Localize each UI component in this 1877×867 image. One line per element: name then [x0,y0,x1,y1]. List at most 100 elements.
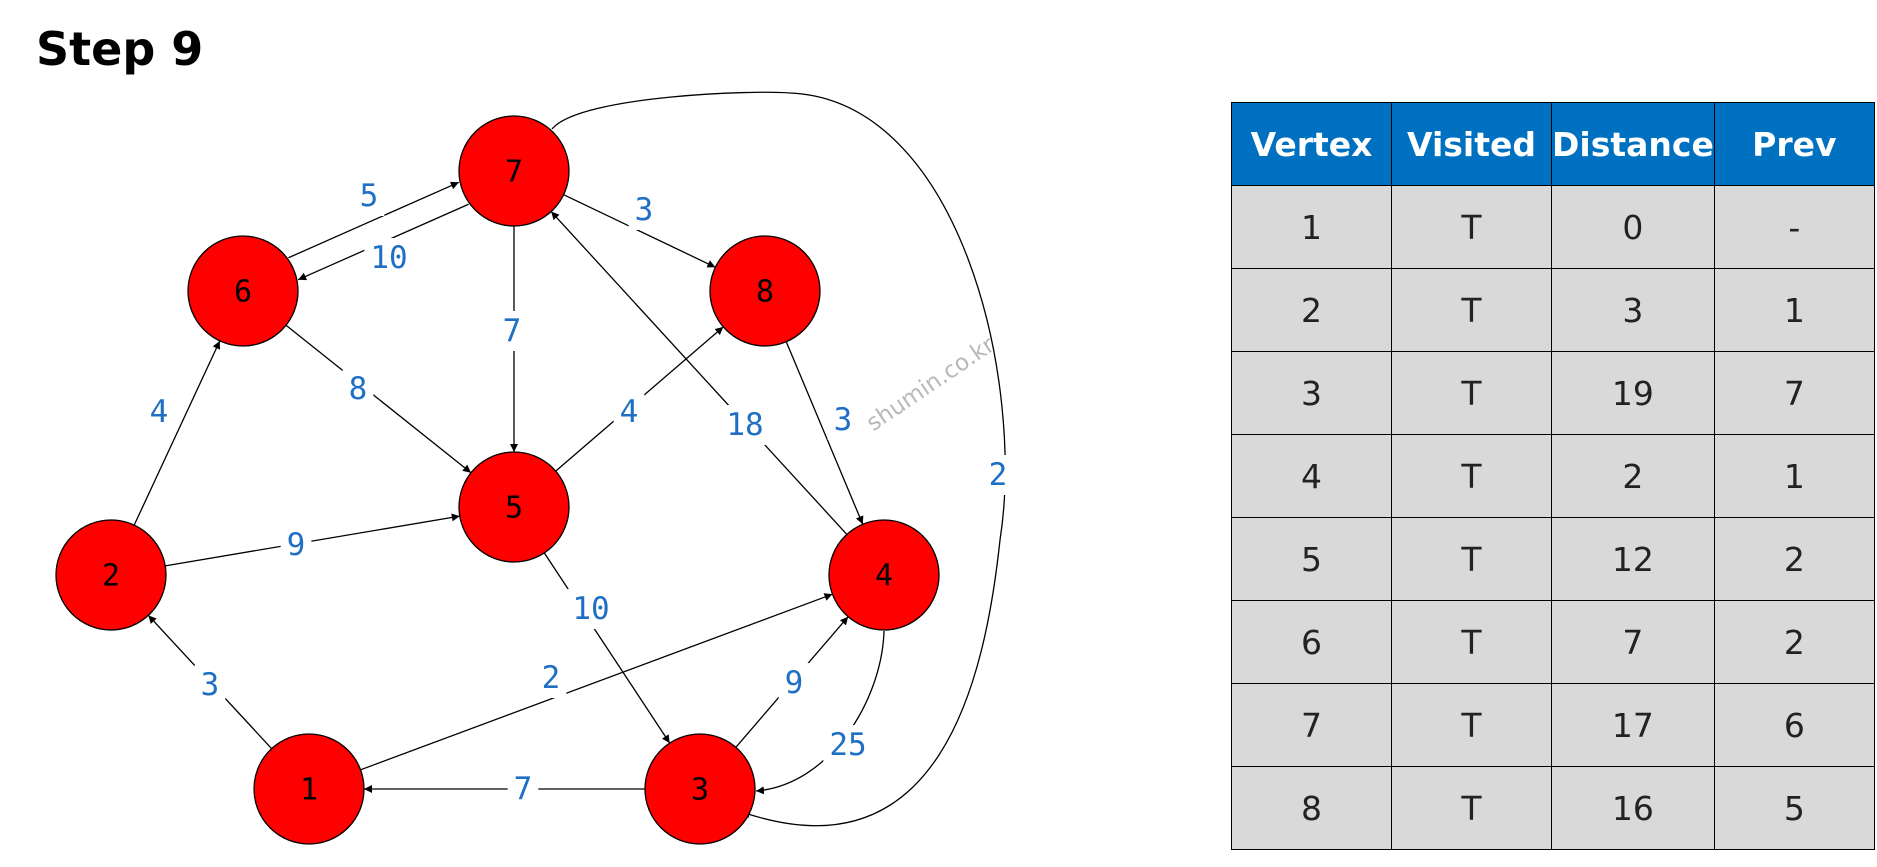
node-label: 1 [300,773,318,808]
table-cell-distance: 3 [1551,268,1715,352]
table-cell-distance: 7 [1551,600,1715,684]
node-3: 3 [644,733,756,845]
table-cell-visited: T [1391,683,1552,767]
table-cell-vertex: 8 [1231,766,1392,850]
edge-6-to-7 [288,181,460,259]
edge-weight-6-to-5: 8 [349,371,368,407]
edge-4-to-3 [755,630,885,795]
table-cell-visited: T [1391,185,1552,269]
table-cell-prev: - [1713,185,1875,269]
table-cell-visited: T [1391,268,1552,352]
node-6: 6 [187,235,299,347]
edge-weight-3-to-1: 7 [514,771,533,807]
edge-weight-background [353,176,385,216]
node-1: 1 [253,733,365,845]
table-cell-vertex: 2 [1231,268,1392,352]
column-header-prev: Prev [1713,102,1875,186]
column-header-distance: Distance [1551,102,1715,186]
node-circle [187,235,299,347]
table-cell-visited: T [1391,766,1552,850]
edge-weight-1-to-2: 3 [201,667,220,703]
table-cell-distance: 2 [1551,434,1715,518]
edge-weight-background [194,665,226,705]
table-cell-prev: 1 [1713,434,1875,518]
edge-weight-background [720,405,770,445]
node-label: 4 [875,559,893,594]
edge-6-to-5 [285,324,472,474]
table-cell-vertex: 7 [1231,683,1392,767]
edge-weight-7-to-8: 3 [635,192,654,228]
edge-weight-background [628,190,660,230]
node-circle [55,519,167,631]
table-cell-distance: 17 [1551,683,1715,767]
edge-weight-2-to-6: 4 [150,394,169,430]
edge-weight-6-to-7: 10 [370,240,407,276]
edge-weight-2-to-5: 9 [287,527,306,563]
edge-weight-background [507,769,539,809]
edge-weight-8-to-4: 3 [834,402,853,438]
table-cell-prev: 1 [1713,268,1875,352]
edge-weight-7-to-3: 2 [989,457,1008,493]
node-label: 6 [234,275,252,310]
table-cell-visited: T [1391,600,1552,684]
column-header-visited: Visited [1391,102,1552,186]
edge-weight-1-to-4: 2 [542,660,561,696]
edge-weight-background [823,725,873,765]
node-circle [828,519,940,631]
edge-4-to-7 [550,211,848,535]
edge-weight-7-to-6: 5 [360,178,379,214]
edge-5-to-3 [543,552,671,744]
table-cell-distance: 16 [1551,766,1715,850]
edge-weight-background [613,392,645,432]
table-cell-visited: T [1391,517,1552,601]
edge-weight-5-to-8: 4 [620,394,639,430]
page-title: Step 9 [36,22,204,76]
node-label: 7 [505,155,523,190]
table-cell-distance: 12 [1551,517,1715,601]
column-header-vertex: Vertex [1231,102,1392,186]
edge-weight-background [827,400,859,440]
table-cell-vertex: 5 [1231,517,1392,601]
table-cell-prev: 5 [1713,766,1875,850]
node-circle [644,733,756,845]
table-cell-prev: 6 [1713,683,1875,767]
node-label: 2 [102,559,120,594]
table-cell-distance: 19 [1551,351,1715,435]
edge-1-to-4 [360,593,833,771]
edge-weight-7-to-5: 7 [503,313,522,349]
edge-weight-4-to-3: 25 [829,727,866,763]
edge-2-to-6 [133,340,221,526]
node-circle [458,115,570,227]
edge-weight-background [280,525,312,565]
edge-7-to-3 [551,91,1006,827]
edge-2-to-5 [165,513,460,567]
edge-7-to-8 [563,194,716,268]
node-circle [253,733,365,845]
node-2: 2 [55,519,167,631]
table-cell-prev: 2 [1713,600,1875,684]
edge-weight-background [535,658,567,698]
edge-weight-background [342,369,374,409]
table-cell-visited: T [1391,434,1552,518]
node-4: 4 [828,519,940,631]
edge-weight-5-to-3: 10 [572,591,609,627]
node-5: 5 [458,451,570,563]
node-label: 3 [691,773,709,808]
edge-weight-background [496,311,528,351]
node-circle [709,235,821,347]
edge-weight-3-to-4: 9 [785,665,804,701]
table-cell-vertex: 1 [1231,185,1392,269]
node-8: 8 [709,235,821,347]
table-cell-prev: 7 [1713,351,1875,435]
edge-weight-background [778,663,810,703]
